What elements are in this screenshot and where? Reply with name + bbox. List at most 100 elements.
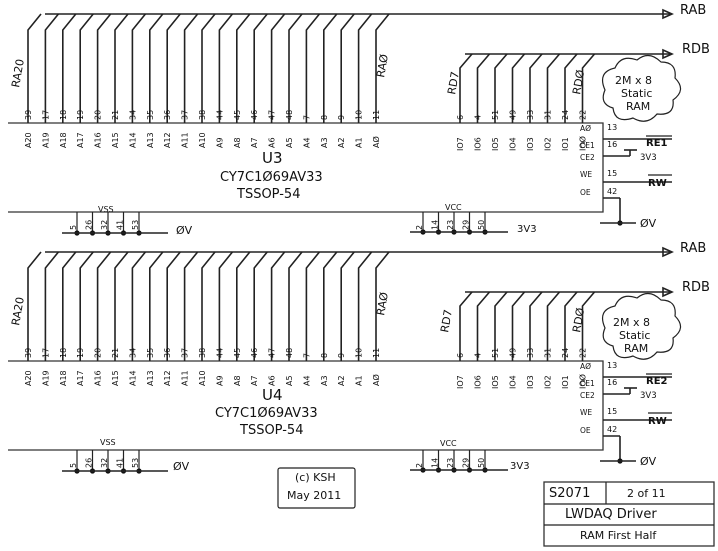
u3-io-wire-IO1 <box>564 53 578 123</box>
u3-addr-wire-A8 <box>236 13 251 123</box>
u4-vss-pinnum-26: 26 <box>85 458 94 468</box>
u4-ctrl-pinnum-13: 13 <box>607 361 617 370</box>
u3-addr-wire-A19 <box>44 13 60 123</box>
u3-cloud-2: Static <box>621 87 652 100</box>
u4-addr-pinname-A2: A2 <box>337 375 346 386</box>
u4-addr-wire-A18 <box>62 251 77 361</box>
u4-addr-wire-A16 <box>96 251 112 361</box>
u4-addr-pinname-A17: A17 <box>76 370 85 386</box>
u3-addr-wire-A17 <box>79 13 94 123</box>
u4-vcc-pinnum-2: 2 <box>415 463 424 468</box>
copyright-line-2: May 2011 <box>287 489 341 502</box>
u4-part: CY7C1Ø69AV33 <box>215 406 318 421</box>
u3-io-wire-IO4 <box>511 53 526 123</box>
u3-vcc-label: VCC <box>445 203 462 212</box>
u3-ctrl-pinname-OE: OE <box>580 188 591 197</box>
u3-vcc-pinnum-23: 23 <box>446 220 455 230</box>
ra20-label-top: RA20 <box>9 58 27 89</box>
u3-addr-pinname-A13: A13 <box>146 132 155 148</box>
u3-io-wire-IO5 <box>494 53 508 123</box>
u3-addr-pinnum-17: 17 <box>41 110 50 120</box>
u4-addr-wire-A6 <box>270 251 286 361</box>
u3-addr-pinname-AØ: AØ <box>371 136 381 148</box>
u3-addr-wire-A9 <box>218 13 234 123</box>
u3-addr-wire-A15 <box>114 13 129 123</box>
u3-io-pinnum-51: 51 <box>491 110 500 120</box>
rd0-label-bottom: RDØ <box>570 307 587 334</box>
u3-vss-pinnum-53: 53 <box>131 220 140 230</box>
u3-io-pinname-IO7: IO7 <box>456 137 465 151</box>
u3-io-pinnum-31: 31 <box>544 110 553 120</box>
u4-re-net: RE2 <box>646 376 668 387</box>
u3-io-wire-IOØ <box>581 53 596 123</box>
u3-addr-wire-A6 <box>270 13 286 123</box>
u4-vcc-net: 3V3 <box>510 461 530 472</box>
u4-addr-pinnum-7: 7 <box>302 353 311 358</box>
u4-addr-pinname-AØ: AØ <box>371 374 381 386</box>
u3-io-pinname-IO2: IO2 <box>544 137 553 151</box>
u4-addr-pinname-A3: A3 <box>320 375 329 386</box>
u4-cloud-3: RAM <box>624 342 648 355</box>
u4-addr-pinnum-45: 45 <box>233 348 242 358</box>
u4-vss-pinnum-5: 5 <box>69 463 78 468</box>
u3-addr-pinnum-48: 48 <box>285 110 294 120</box>
u3-ctrl-pinname-WE: WE <box>580 170 592 179</box>
u4-addr-pinnum-38: 38 <box>198 348 207 358</box>
u4-addr-wire-A12 <box>166 251 181 361</box>
rd7-label-top: RD7 <box>445 70 462 95</box>
u3-addr-pinnum-35: 35 <box>146 110 155 120</box>
u3-addr-pinname-A17: A17 <box>76 132 85 148</box>
rd0-label-top: RDØ <box>570 69 587 96</box>
u4-addr-pinnum-48: 48 <box>285 348 294 358</box>
u3-io-pinname-IOØ: IOØ <box>578 136 588 151</box>
u3-addr-wire-A4 <box>305 13 321 123</box>
u3-io-pinname-IO3: IO3 <box>526 137 535 151</box>
u4-cloud-1: 2M x 8 <box>613 316 650 329</box>
rd7-label-bottom: RD7 <box>438 308 455 333</box>
u3-we-net: RW <box>648 178 667 189</box>
u4-addr-pinnum-11: 11 <box>372 348 381 358</box>
u3-addr-wire-A12 <box>166 13 181 123</box>
u4-addr-wire-A11 <box>183 251 199 361</box>
copyright-line-1: (c) KSH <box>295 471 336 484</box>
u3-addr-pinnum-46: 46 <box>250 110 259 120</box>
u3-cloud-1: 2M x 8 <box>615 74 652 87</box>
u3-addr-wire-A20 <box>27 13 42 123</box>
u3-addr-pinnum-18: 18 <box>59 110 68 120</box>
u4-ctrl-pinname-CE1: CE1 <box>580 379 595 388</box>
u3-io-pinname-IO1: IO1 <box>561 137 570 151</box>
u4-addr-pinnum-20: 20 <box>94 348 103 358</box>
u3-ctrl-pinname-CE1: CE1 <box>580 141 595 150</box>
ra0-label-bottom: RAØ <box>374 291 391 317</box>
u4-vcc-pinnum-50: 50 <box>477 458 486 468</box>
u3-cloud-outline <box>602 54 682 122</box>
u3-addr-wire-A14 <box>131 13 147 123</box>
u4-addr-pinname-A16: A16 <box>94 370 103 386</box>
u4-addr-pinname-A4: A4 <box>302 375 311 386</box>
u3-io-pinname-IO6: IO6 <box>474 137 483 151</box>
u3-addr-pinnum-39: 39 <box>24 110 33 120</box>
u3-vcc-pinnum-14: 14 <box>431 220 440 230</box>
u4-addr-pinnum-9: 9 <box>337 353 346 358</box>
u4-io-pinnum-33: 33 <box>526 348 535 358</box>
u4-addr-wire-A15 <box>114 251 129 361</box>
ra20-label-bottom: RA20 <box>9 296 27 327</box>
drawing-number: S2071 <box>549 486 590 501</box>
u4-addr-wire-A13 <box>149 251 164 361</box>
u4-ctrl-pinnum-16: 16 <box>607 378 617 387</box>
u4-addr-pinname-A15: A15 <box>111 370 120 386</box>
u3-addr-pinname-A12: A12 <box>163 132 172 148</box>
u3-addr-wire-A11 <box>183 13 199 123</box>
u3-io-wire-IO3 <box>529 53 543 123</box>
u4-addr-wire-A5 <box>288 251 303 361</box>
u3-addr-wire-A5 <box>288 13 303 123</box>
u4-cloud-outline <box>602 292 682 360</box>
u3-ctrl-pinnum-16: 16 <box>607 140 617 149</box>
u4-addr-pinnum-46: 46 <box>250 348 259 358</box>
u4-vss-pinnum-53: 53 <box>131 458 140 468</box>
u3-vss-net: ØV <box>176 224 193 237</box>
u3-addr-pinname-A8: A8 <box>233 137 242 148</box>
u4-addr-wire-A20 <box>27 251 42 361</box>
u4-addr-pinnum-36: 36 <box>163 348 172 358</box>
